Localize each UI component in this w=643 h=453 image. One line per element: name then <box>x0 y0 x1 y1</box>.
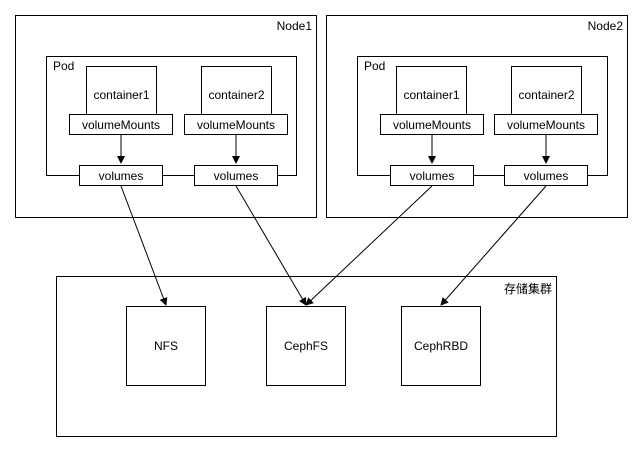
node2-container2: container2 <box>511 66 582 116</box>
node1-volume1: volumes <box>79 165 163 186</box>
cephrbd-backend: CephRBD <box>401 306 481 386</box>
cephfs-backend: CephFS <box>266 306 346 386</box>
node1-pod-box: Pod <box>46 56 297 176</box>
storage-cluster-label: 存储集群 <box>503 282 552 296</box>
node2-container2-label: container2 <box>518 88 575 102</box>
node1-container2-volumemounts: volumeMounts <box>184 114 288 135</box>
nfs-label: NFS <box>154 339 178 353</box>
node1-volume2-label: volumes <box>213 168 259 183</box>
node1-container2-volumemounts-label: volumeMounts <box>196 117 276 132</box>
node1-container1: container1 <box>86 66 157 116</box>
node1-container2: container2 <box>201 66 272 116</box>
node1-pod-label: Pod <box>53 59 75 73</box>
node2-label: Node2 <box>587 19 623 33</box>
node2-container2-volumemounts-label: volumeMounts <box>506 117 586 132</box>
node2-pod-label: Pod <box>364 59 386 73</box>
node2-volume1-label: volumes <box>409 168 455 183</box>
node2-container1-volumemounts-label: volumeMounts <box>392 117 472 132</box>
cephfs-label: CephFS <box>283 339 329 353</box>
node2-volume2: volumes <box>504 165 588 186</box>
node2-container1: container1 <box>396 66 467 116</box>
node1-box: Node1 <box>15 15 317 218</box>
node2-volume1: volumes <box>390 165 474 186</box>
node1-volume1-label: volumes <box>98 168 144 183</box>
node2-volume2-label: volumes <box>523 168 569 183</box>
node1-container1-volumemounts: volumeMounts <box>69 114 173 135</box>
node1-label: Node1 <box>276 19 312 33</box>
node2-container2-volumemounts: volumeMounts <box>494 114 598 135</box>
node1-container1-volumemounts-label: volumeMounts <box>81 117 161 132</box>
node2-container1-label: container1 <box>403 88 460 102</box>
node1-volume2: volumes <box>194 165 278 186</box>
node2-container1-volumemounts: volumeMounts <box>380 114 484 135</box>
node1-container1-label: container1 <box>93 88 150 102</box>
cephrbd-label: CephRBD <box>413 339 469 353</box>
nfs-backend: NFS <box>126 306 206 386</box>
node2-box: Node2 <box>326 15 628 218</box>
node1-container2-label: container2 <box>208 88 265 102</box>
node2-pod-box: Pod <box>357 56 608 176</box>
storage-cluster-box: 存储集群 <box>56 276 557 437</box>
